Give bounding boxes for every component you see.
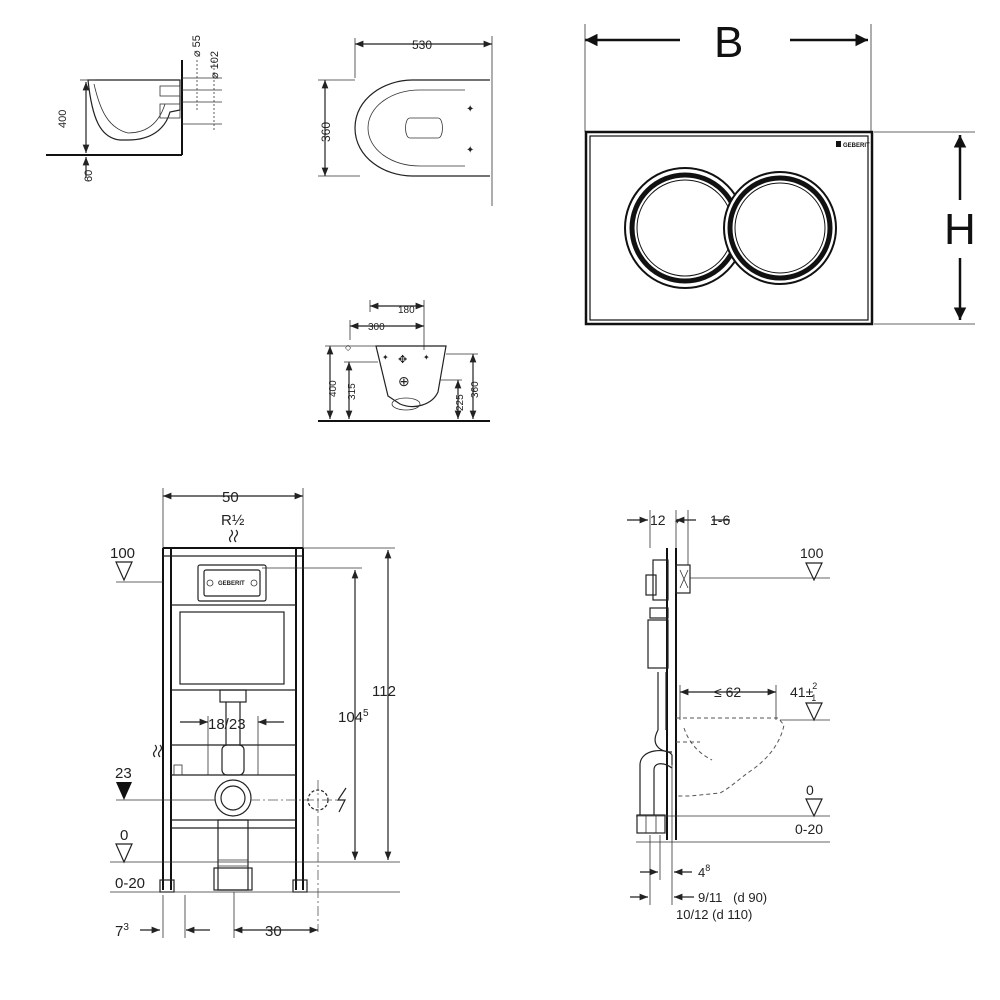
level-23-front: 23 (115, 765, 132, 782)
dim-12: 12 (650, 512, 666, 528)
svg-text:✦: ✦ (466, 104, 474, 115)
svg-text:◇: ◇ (345, 343, 352, 352)
level-100-side: 100 (800, 545, 824, 561)
dim-height-60: 60 (83, 170, 95, 182)
dim-18-23: 18/23 (208, 716, 246, 733)
plate-width-label: B (714, 18, 743, 67)
frame-side-view: 12 1-6 ✦ 100 ≤ (627, 510, 830, 922)
svg-text:✥: ✥ (398, 354, 407, 366)
dim-width-300: 300 (368, 322, 385, 333)
dim-height-360-front: 360 (470, 381, 481, 398)
dim-frame-width-50: 50 (222, 489, 239, 506)
svg-text:⊕: ⊕ (398, 373, 410, 389)
dim-height-225: 225 (455, 394, 466, 411)
dim-height-400-front: 400 (328, 380, 339, 397)
dim-4-8: 48 (698, 863, 710, 880)
dim-112: 112 (372, 683, 396, 700)
toilet-front-view: 180 300 ✥ ⊕ ✦ ✦ ◇ 400 315 225 360 (318, 300, 490, 422)
flush-button-large (723, 171, 837, 285)
level-0-side: 0 (806, 782, 814, 798)
dim-le-62: ≤ 62 (714, 684, 741, 700)
dim-width-180: 180 (398, 305, 415, 316)
level-100-front: 100 (110, 545, 135, 562)
dim-104-5: 1045 (338, 708, 369, 726)
dim-d90: 9/11 (d 90) (698, 890, 767, 905)
dim-width-530: 530 (412, 38, 432, 52)
toilet-side-view: ⌀ 55 ⌀ 102 400 60 (46, 35, 222, 182)
svg-text:✦: ✦ (674, 517, 681, 526)
dim-d110: 10/12 (d 110) (676, 907, 752, 922)
dim-diameter-55: ⌀ 55 (191, 35, 203, 57)
dim-7-3: 73 (115, 922, 129, 940)
toilet-top-view: 530 ✦ ✦ 360 (318, 36, 493, 206)
dim-width-360: 360 (319, 122, 333, 142)
dim-diameter-102: ⌀ 102 (209, 51, 221, 79)
plate-brand-logo: GEBERIT (843, 143, 870, 149)
frame-front-view: 50 R½ GEBERIT (110, 488, 400, 940)
svg-text:GEBERIT: GEBERIT (218, 581, 245, 587)
dim-30: 30 (265, 923, 282, 940)
label-r-half: R½ (221, 512, 245, 529)
svg-text:✦: ✦ (382, 353, 389, 362)
svg-text:✦: ✦ (423, 353, 430, 362)
flush-plate: B H GEBERIT (584, 18, 976, 326)
level-0-front: 0 (120, 827, 128, 844)
level-0-20-front: 0-20 (115, 875, 145, 892)
dim-height-400: 400 (57, 110, 69, 128)
level-0-20-side: 0-20 (795, 821, 823, 837)
svg-text:✦: ✦ (466, 145, 474, 156)
dim-height-315: 315 (347, 383, 358, 400)
plate-height-label: H (944, 205, 976, 254)
